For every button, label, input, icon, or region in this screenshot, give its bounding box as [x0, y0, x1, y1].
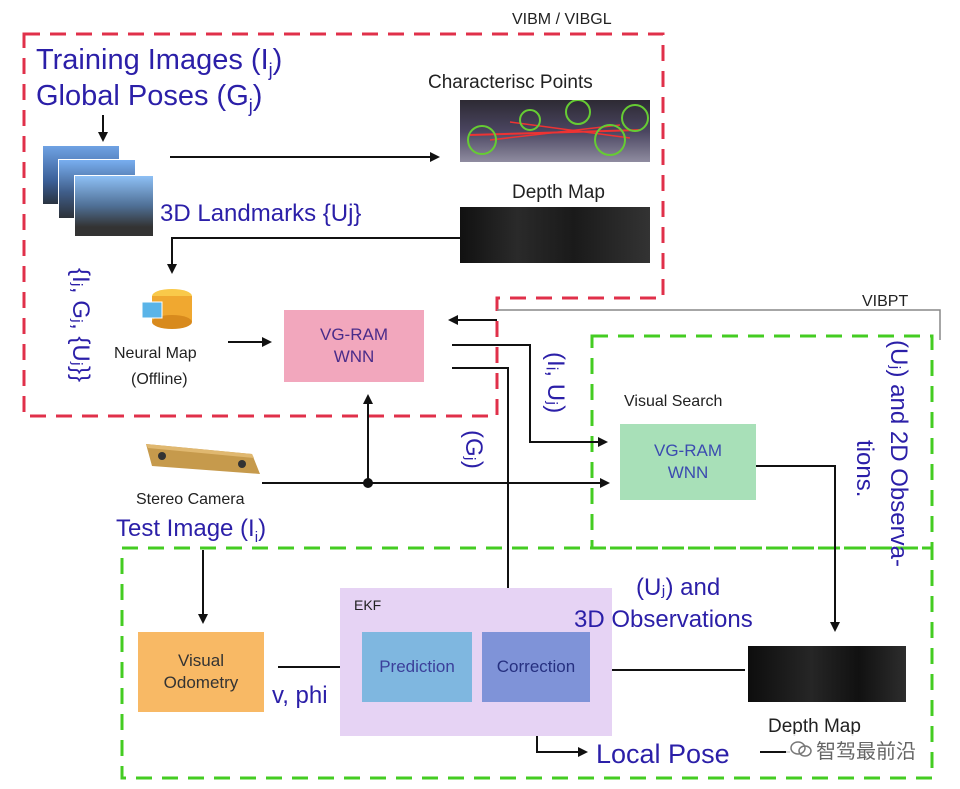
visual-odometry-box: Visual Odometry — [138, 632, 264, 712]
uj-2d-observations-line2: tions. — [851, 440, 878, 498]
vgram-top-line1: VG-RAM — [320, 325, 388, 344]
test-image-label: Test Image (Ii) — [116, 515, 267, 546]
depth-map-top-label: Depth Map — [512, 182, 605, 203]
ii-uj-label: (Iᵢ, Uⱼ) — [542, 352, 569, 414]
local-pose-label: Local Pose — [596, 739, 730, 769]
depth-map-bottom-label: Depth Map — [768, 716, 861, 737]
depth-map-bottom-image — [748, 646, 906, 702]
vibpt-outline — [497, 309, 941, 340]
vgram-top-line2: WNN — [333, 347, 375, 366]
vibm-region-border — [22, 32, 665, 418]
depth-map-top-image — [460, 207, 650, 263]
visual-search-label: Visual Search — [624, 393, 723, 410]
ekf-label: EKF — [354, 597, 382, 613]
vgram-wnn-top-box: VG-RAM WNN — [284, 310, 424, 382]
v-phi-label: v, phi — [272, 682, 328, 709]
global-poses-label: Global Poses (Gj) — [36, 80, 263, 116]
characteristic-points-label: Characterisc Points — [428, 72, 593, 93]
vibpt-lower-region-border — [120, 546, 934, 780]
watermark: 智驾最前沿 — [786, 734, 920, 764]
landmarks-label: 3D Landmarks {Uj} — [160, 200, 362, 227]
uj-3d-observations-line1: (Uⱼ) and — [636, 574, 721, 601]
neural-map-offline-label: (Offline) — [131, 371, 188, 388]
vibm-label: VIBM / VIBGL — [512, 11, 612, 28]
visual-odometry-line2: Odometry — [163, 673, 239, 692]
stereo-camera-icon — [142, 440, 264, 478]
correction-box: Correction — [482, 632, 590, 702]
training-image-stack — [42, 145, 154, 237]
gj-label: (Gⱼ) — [460, 430, 487, 469]
left-vertical-label: {Iⱼ, Gⱼ, {Uⱼ}} — [67, 268, 94, 382]
vgram-right-line1: VG-RAM — [654, 441, 722, 460]
prediction-box: Prediction — [362, 632, 472, 702]
vgram-wnn-right-box: VG-RAM WNN — [620, 424, 756, 500]
uj-3d-observations-line2: 3D Observations — [574, 606, 753, 633]
vgram-right-line2: WNN — [667, 463, 709, 482]
visual-odometry-line1: Visual — [178, 651, 224, 670]
training-images-label: Training Images (Ij) — [36, 44, 283, 80]
uj-2d-observations-line1: (Uⱼ) and 2D Observa- — [885, 340, 912, 567]
stereo-camera-label: Stereo Camera — [136, 491, 245, 508]
neural-map-label: Neural Map — [114, 345, 197, 362]
database-icon — [140, 286, 196, 334]
characteristic-points-image — [460, 100, 650, 162]
wechat-icon — [790, 740, 812, 758]
vibpt-label: VIBPT — [862, 293, 909, 310]
